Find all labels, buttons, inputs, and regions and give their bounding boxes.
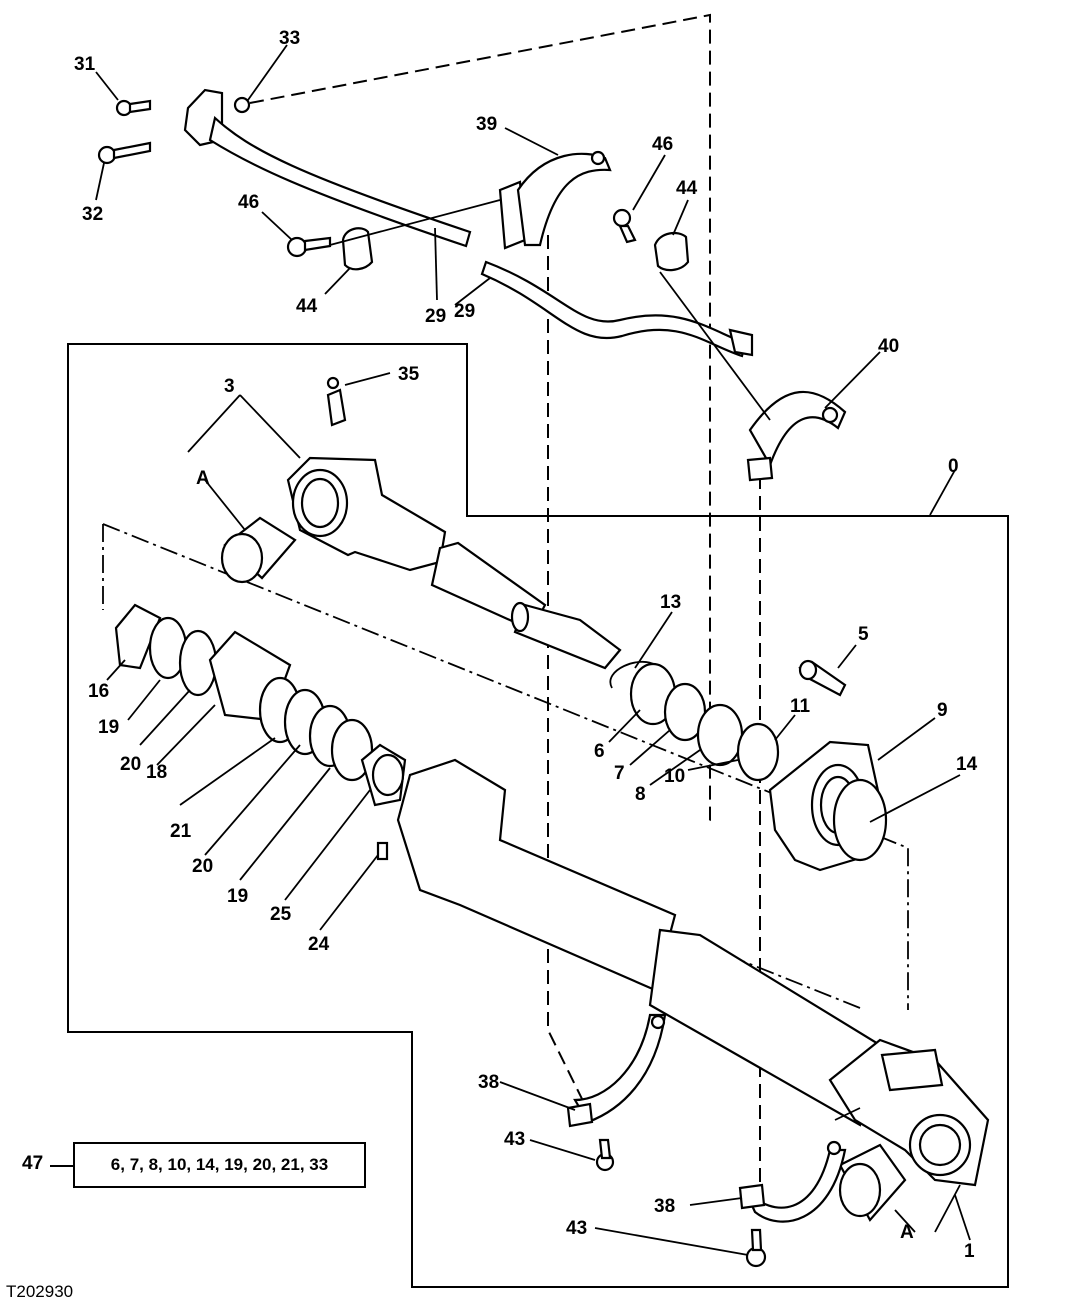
callout-20-lower: 20 [192, 856, 213, 877]
callout-9: 9 [937, 700, 948, 721]
callout-A-lower: A [900, 1222, 914, 1243]
rod-seal-stack [609, 660, 780, 782]
cylinder-barrel [396, 758, 990, 1187]
leader-lines [95, 44, 971, 1256]
callout-19-lower: 19 [227, 886, 248, 907]
clamp-38-upper [566, 1013, 667, 1128]
screw-43-lower [745, 1228, 767, 1268]
callout-11: 11 [790, 696, 811, 717]
callout-46-right: 46 [652, 134, 673, 155]
callout-24: 24 [308, 934, 330, 955]
callout-43-lower: 43 [566, 1218, 587, 1239]
assembly-boundary [67, 343, 1009, 1288]
callout-29-left: 29 [425, 306, 446, 327]
clamp-39 [498, 150, 612, 250]
callout-44-left: 44 [296, 296, 318, 317]
callout-6: 6 [594, 741, 605, 762]
callout-0: 0 [948, 456, 959, 477]
callout-43-upper: 43 [504, 1129, 525, 1150]
callout-20-upper: 20 [120, 754, 141, 775]
callout-3: 3 [224, 376, 235, 397]
rod-end [286, 456, 447, 572]
kit-leader-line [50, 1165, 73, 1167]
callout-14: 14 [956, 754, 978, 775]
callout-29-right: 29 [454, 301, 475, 322]
callout-19-upper: 19 [98, 717, 119, 738]
cap-screw-5 [798, 659, 847, 697]
grease-fitting-35 [326, 376, 347, 427]
o-ring-33 [233, 96, 251, 114]
piston-seal-stack [114, 603, 407, 861]
callout-8: 8 [635, 784, 646, 805]
dashed-line-33 [249, 13, 711, 823]
clamp-38-lower [738, 1140, 847, 1223]
callout-38-lower: 38 [654, 1196, 675, 1217]
callout-31: 31 [74, 54, 96, 75]
center-axis-upper [102, 523, 909, 1010]
dashed-line-39 [547, 235, 586, 1106]
callout-39: 39 [476, 114, 497, 135]
screw-46-left [286, 236, 332, 258]
tube-line [183, 88, 754, 358]
callout-25: 25 [270, 904, 292, 925]
screw-46-right [612, 208, 637, 244]
callout-A-upper: A [196, 468, 210, 489]
callout-35: 35 [398, 364, 420, 385]
callout-18: 18 [146, 762, 167, 783]
clamp-44-right [653, 231, 690, 272]
callout-7: 7 [614, 763, 625, 784]
callout-1: 1 [964, 1241, 975, 1262]
cap-screw-31 [115, 99, 152, 117]
callout-33: 33 [279, 28, 300, 49]
callout-labels: 0 1 3 5 6 7 8 9 10 11 13 14 16 18 19 19 … [74, 28, 978, 1262]
clamp-40 [746, 390, 847, 482]
rod-guide [768, 740, 888, 872]
callout-21: 21 [170, 821, 192, 842]
callout-16: 16 [88, 681, 109, 702]
callout-38-upper: 38 [478, 1072, 499, 1093]
kit-callout-label: 47 [22, 1153, 44, 1174]
callout-10: 10 [664, 766, 685, 787]
bushing-upper [220, 516, 297, 584]
seal-kit-contents: 6, 7, 8, 10, 14, 19, 20, 21, 33 [110, 1155, 329, 1174]
callout-5: 5 [858, 624, 869, 645]
figure-id: T202930 [6, 1282, 74, 1301]
callout-44-right: 44 [676, 178, 698, 199]
callout-40: 40 [878, 336, 899, 357]
bushing-lower [838, 1143, 907, 1222]
callout-13: 13 [660, 592, 681, 613]
piston-rod [430, 541, 622, 670]
screw-43-upper [595, 1138, 615, 1172]
seal-kit-box: 6, 7, 8, 10, 14, 19, 20, 21, 33 [73, 1142, 366, 1188]
cap-screw-32 [97, 141, 152, 165]
callout-32: 32 [82, 204, 103, 225]
callout-46-left: 46 [238, 192, 259, 213]
